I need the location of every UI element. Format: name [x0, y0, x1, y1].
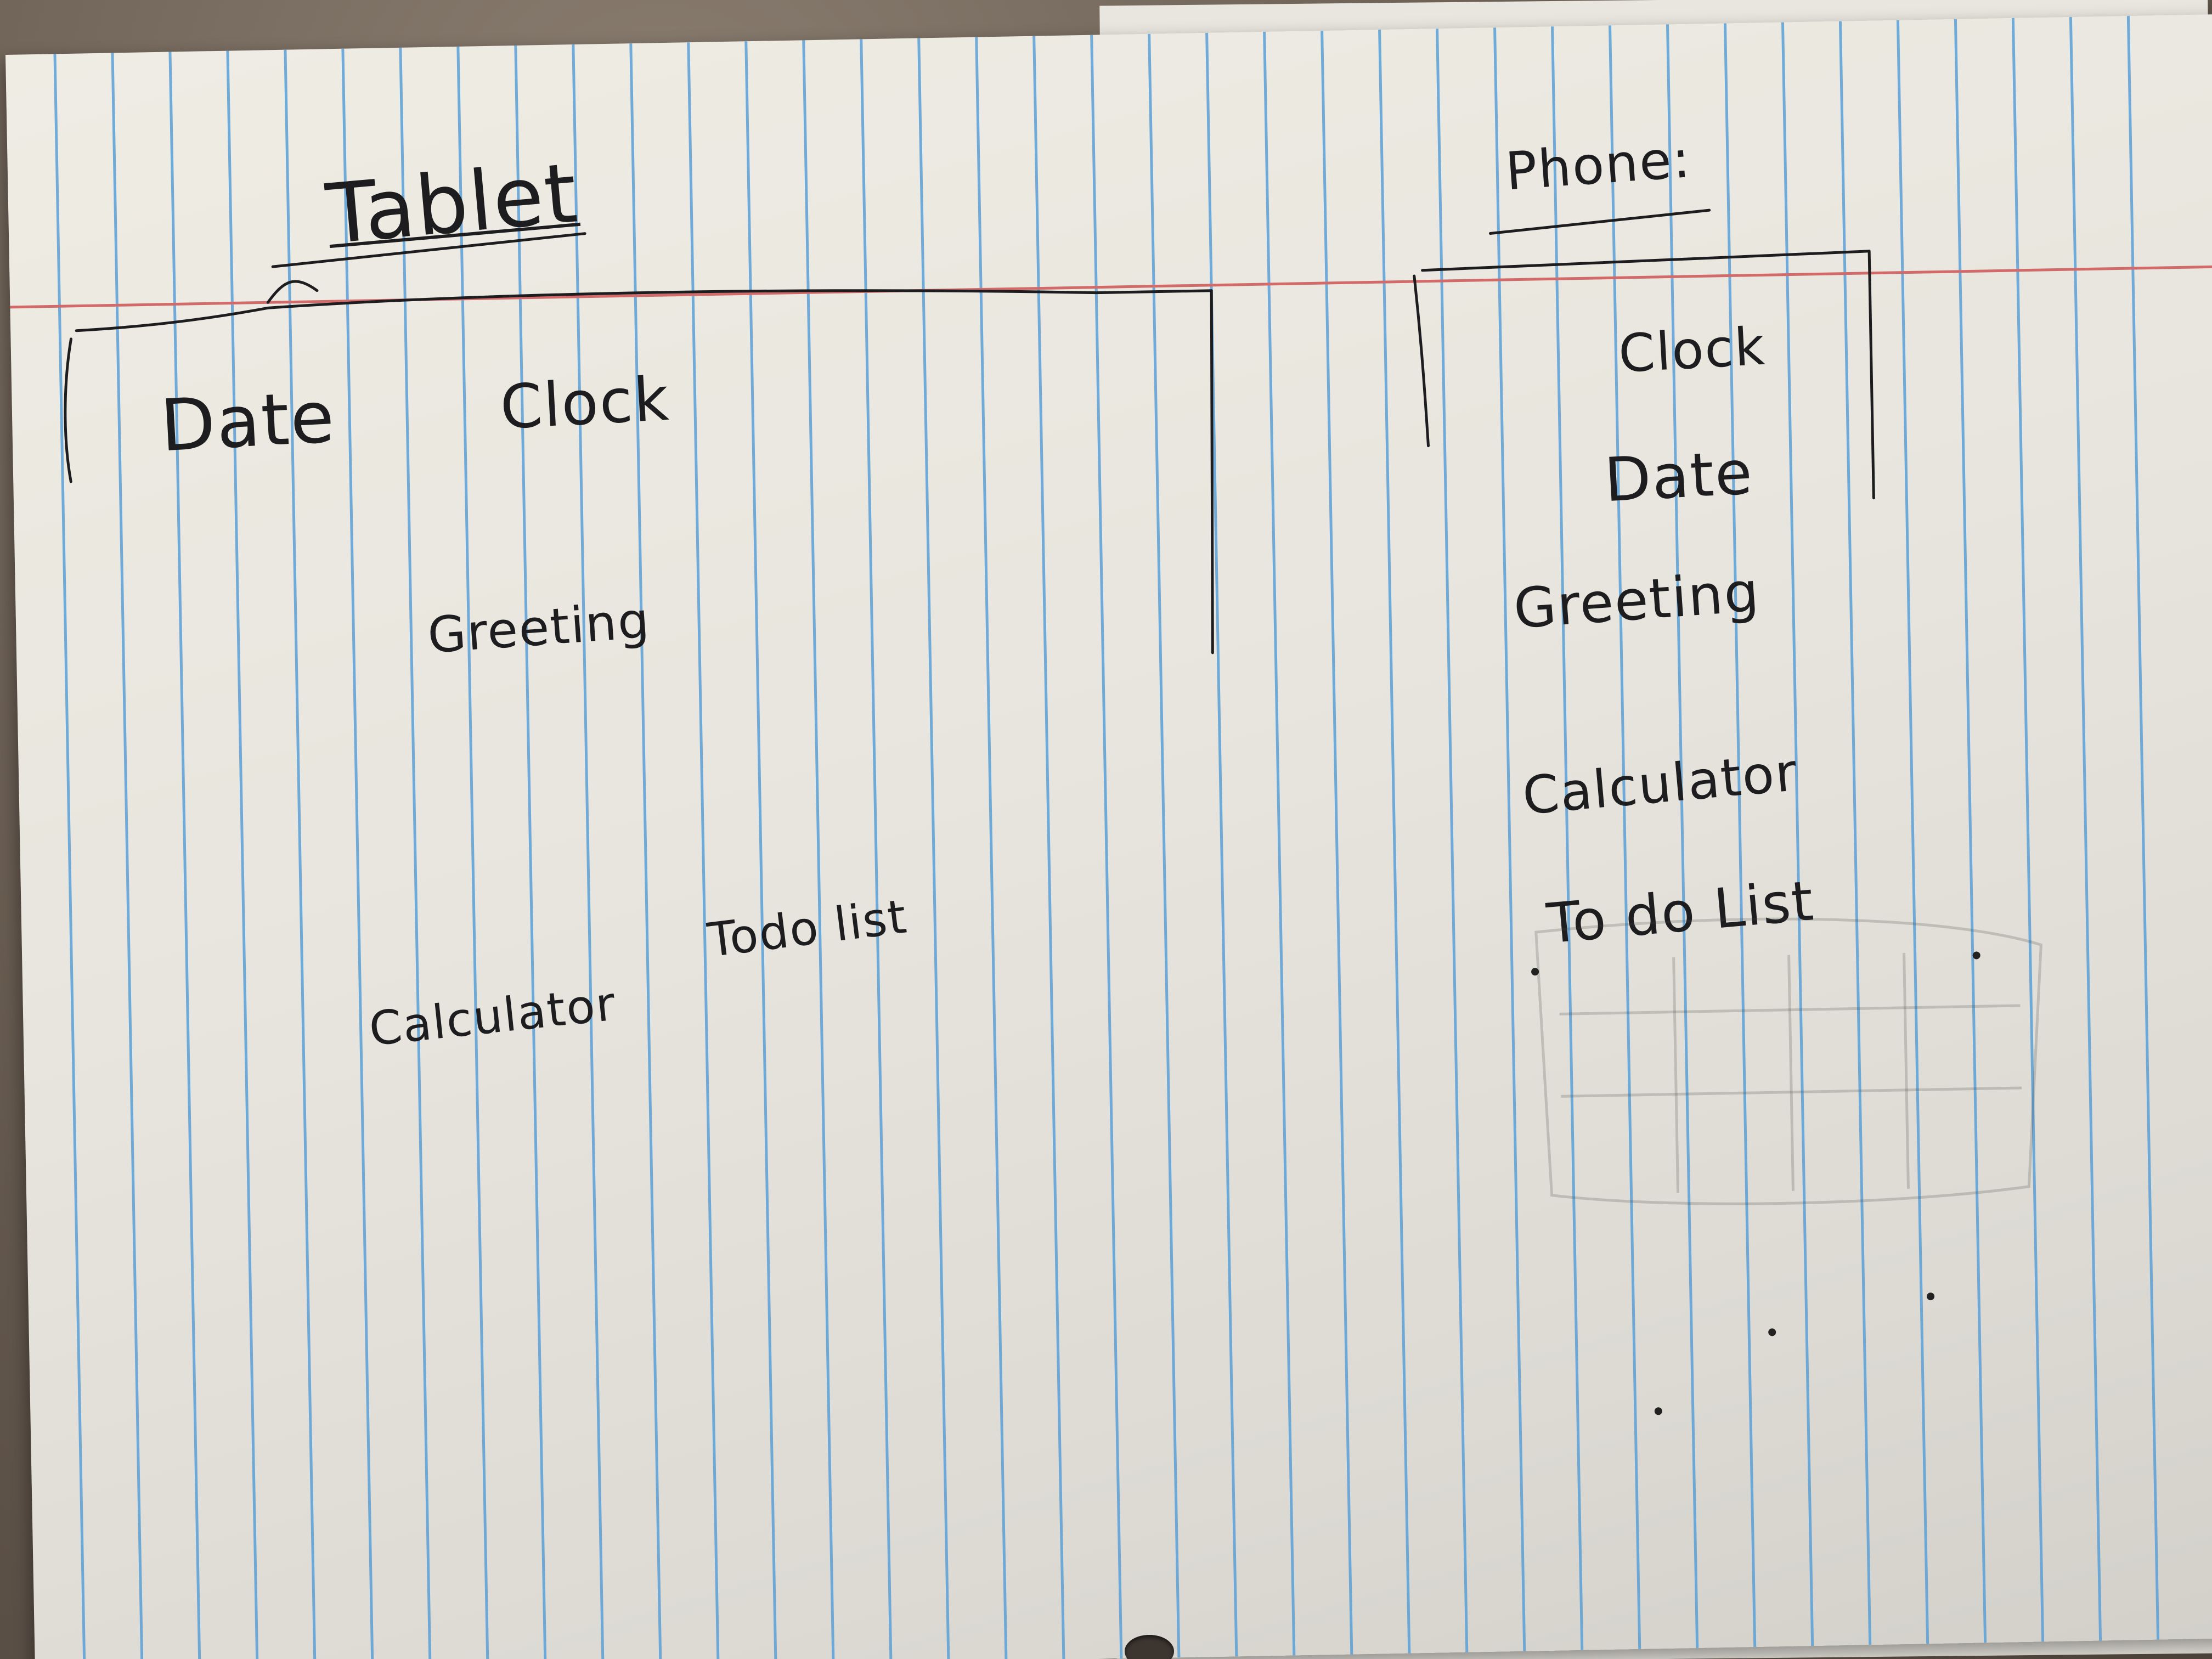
tablet-clock-label: Clock: [498, 363, 672, 443]
phone-date-label: Date: [1602, 437, 1755, 516]
notebook-page: Tablet Date Clock Greeting Todo list Cal…: [5, 14, 2212, 1659]
tablet-date-label: Date: [158, 375, 337, 468]
punch-hole: [1125, 1635, 1174, 1659]
paper-lines: [10, 16, 2212, 1659]
phone-clock-label: Clock: [1617, 316, 1768, 385]
